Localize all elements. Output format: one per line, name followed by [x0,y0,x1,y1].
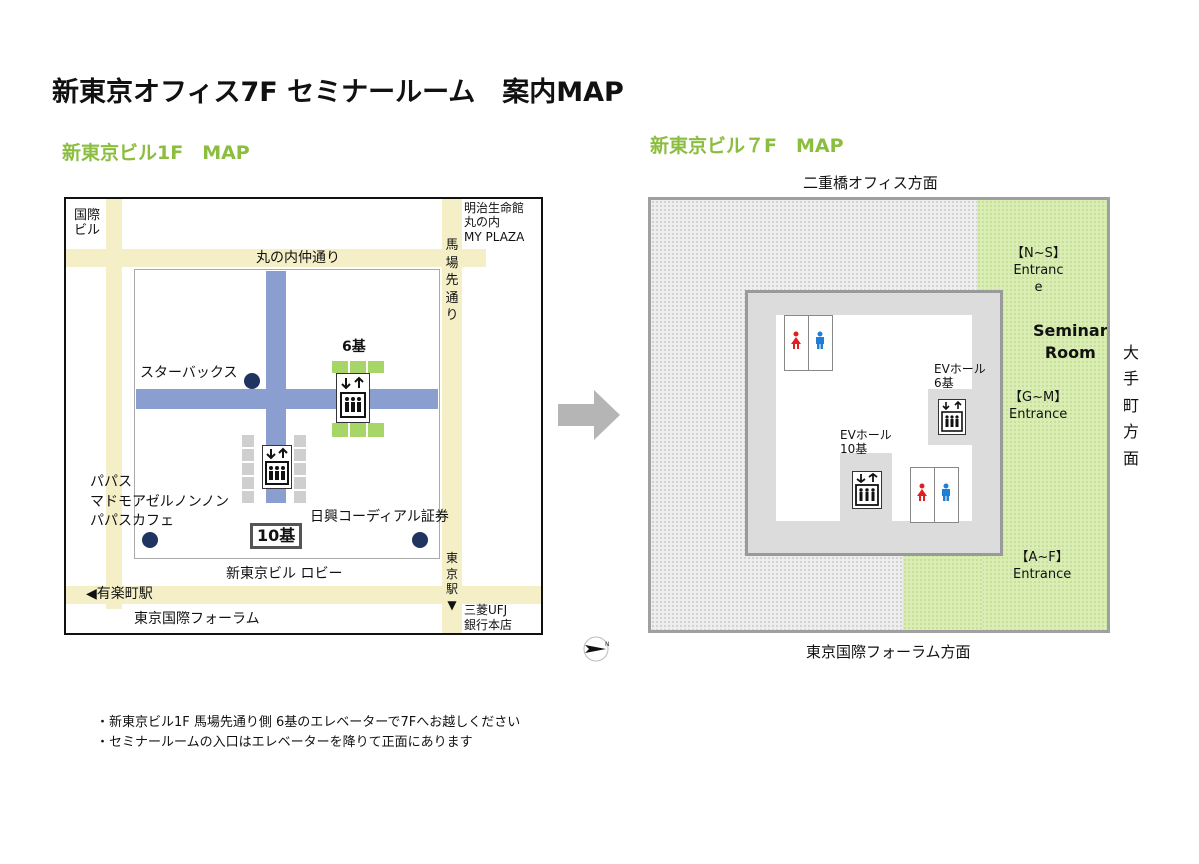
label-tokyo-station: 東 京 駅 ▼ [445,551,458,612]
compass-icon: N [581,636,611,662]
label-entrance-af: 【A~F】 Entrance [1013,550,1072,582]
label-six-units: 6基 [342,339,366,355]
restroom-female-icon [917,483,927,501]
map-7f-heading: 新東京ビル７F MAP [650,135,844,157]
street-bottom [66,586,541,604]
label-ev-hall-6: EVホール 6基 [934,362,986,390]
label-top-direction: 二重橋オフィス方面 [803,174,938,192]
label-entrance-ns: 【N~S】 Entranc e [1011,246,1066,295]
restroom-male-icon [816,331,824,349]
note-line-2: ・セミナールームの入口はエレベーターを降りて正面にあります [96,735,473,750]
label-yurakucho: ◀有楽町駅 [86,586,153,602]
label-seminar-room: Seminar Room [1033,321,1108,362]
core-block: EVホール 6基 EVホール 10基 [745,290,1003,556]
seminar-room-area-lower [903,554,983,630]
label-mufg: 三菱UFJ 銀行本店 [464,603,513,632]
label-kokusai-bldg: 国際ビル [74,208,101,238]
label-right-direction: 大 手 町 方 面 [1122,343,1139,468]
label-bottom-direction: 東京国際フォーラム方面 [806,643,971,661]
elevator-icon [336,373,370,423]
arrow-right-icon [558,390,622,440]
label-papas: パパス マドモアゼルノンノン パパスカフェ [90,474,230,530]
restroom-bottom [910,467,959,523]
restroom-top [784,315,833,371]
elevator-bank-6 [332,361,384,437]
label-starbucks: スターバックス [140,365,238,381]
restroom-female-icon [791,331,801,349]
street-left-vertical [106,199,122,609]
map-1f-heading: 新東京ビル1F MAP [62,142,250,164]
label-marunouchi-naka: 丸の内仲通り [256,250,340,266]
corridor-horizontal [136,389,438,409]
note-line-1: ・新東京ビル1F 馬場先通り側 6基のエレベーターで7Fへお越しください [96,715,521,730]
page-title: 新東京オフィス7F セミナールーム 案内MAP [52,77,624,108]
cafe-dot-icon [244,373,260,389]
building-outline [134,269,440,559]
label-babasaki: 馬 場 先 通 り [445,238,459,324]
label-meiji: 明治生命館 丸の内 MY PLAZA [464,201,525,244]
label-ev-hall-10: EVホール 10基 [840,428,892,456]
street-marunouchi-naka [66,249,486,267]
cafe-dot-icon [412,532,428,548]
elevator-icon [852,471,882,509]
label-ten-units: 10基 [250,523,303,550]
svg-text:N: N [605,641,610,648]
cafe-dot-icon [142,532,158,548]
restroom-male-icon [942,483,950,501]
elevator-icon [262,445,292,489]
label-tokyo-forum: 東京国際フォーラム [134,611,260,627]
elevator-bank-10 [242,435,310,505]
map-7f: EVホール 6基 EVホール 10基 【N~S】 Entranc e Semin… [648,197,1110,633]
label-lobby: 新東京ビル ロビー [226,566,343,582]
label-entrance-gm: 【G~M】 Entrance [1009,390,1068,422]
label-nikko: 日興コーディアル証券 [310,509,449,525]
map-1f: 国際ビル 明治生命館 丸の内 MY PLAZA 丸の内仲通り 馬 場 先 通 り… [64,197,543,635]
elevator-icon [938,399,966,435]
street-babasaki [442,199,462,633]
